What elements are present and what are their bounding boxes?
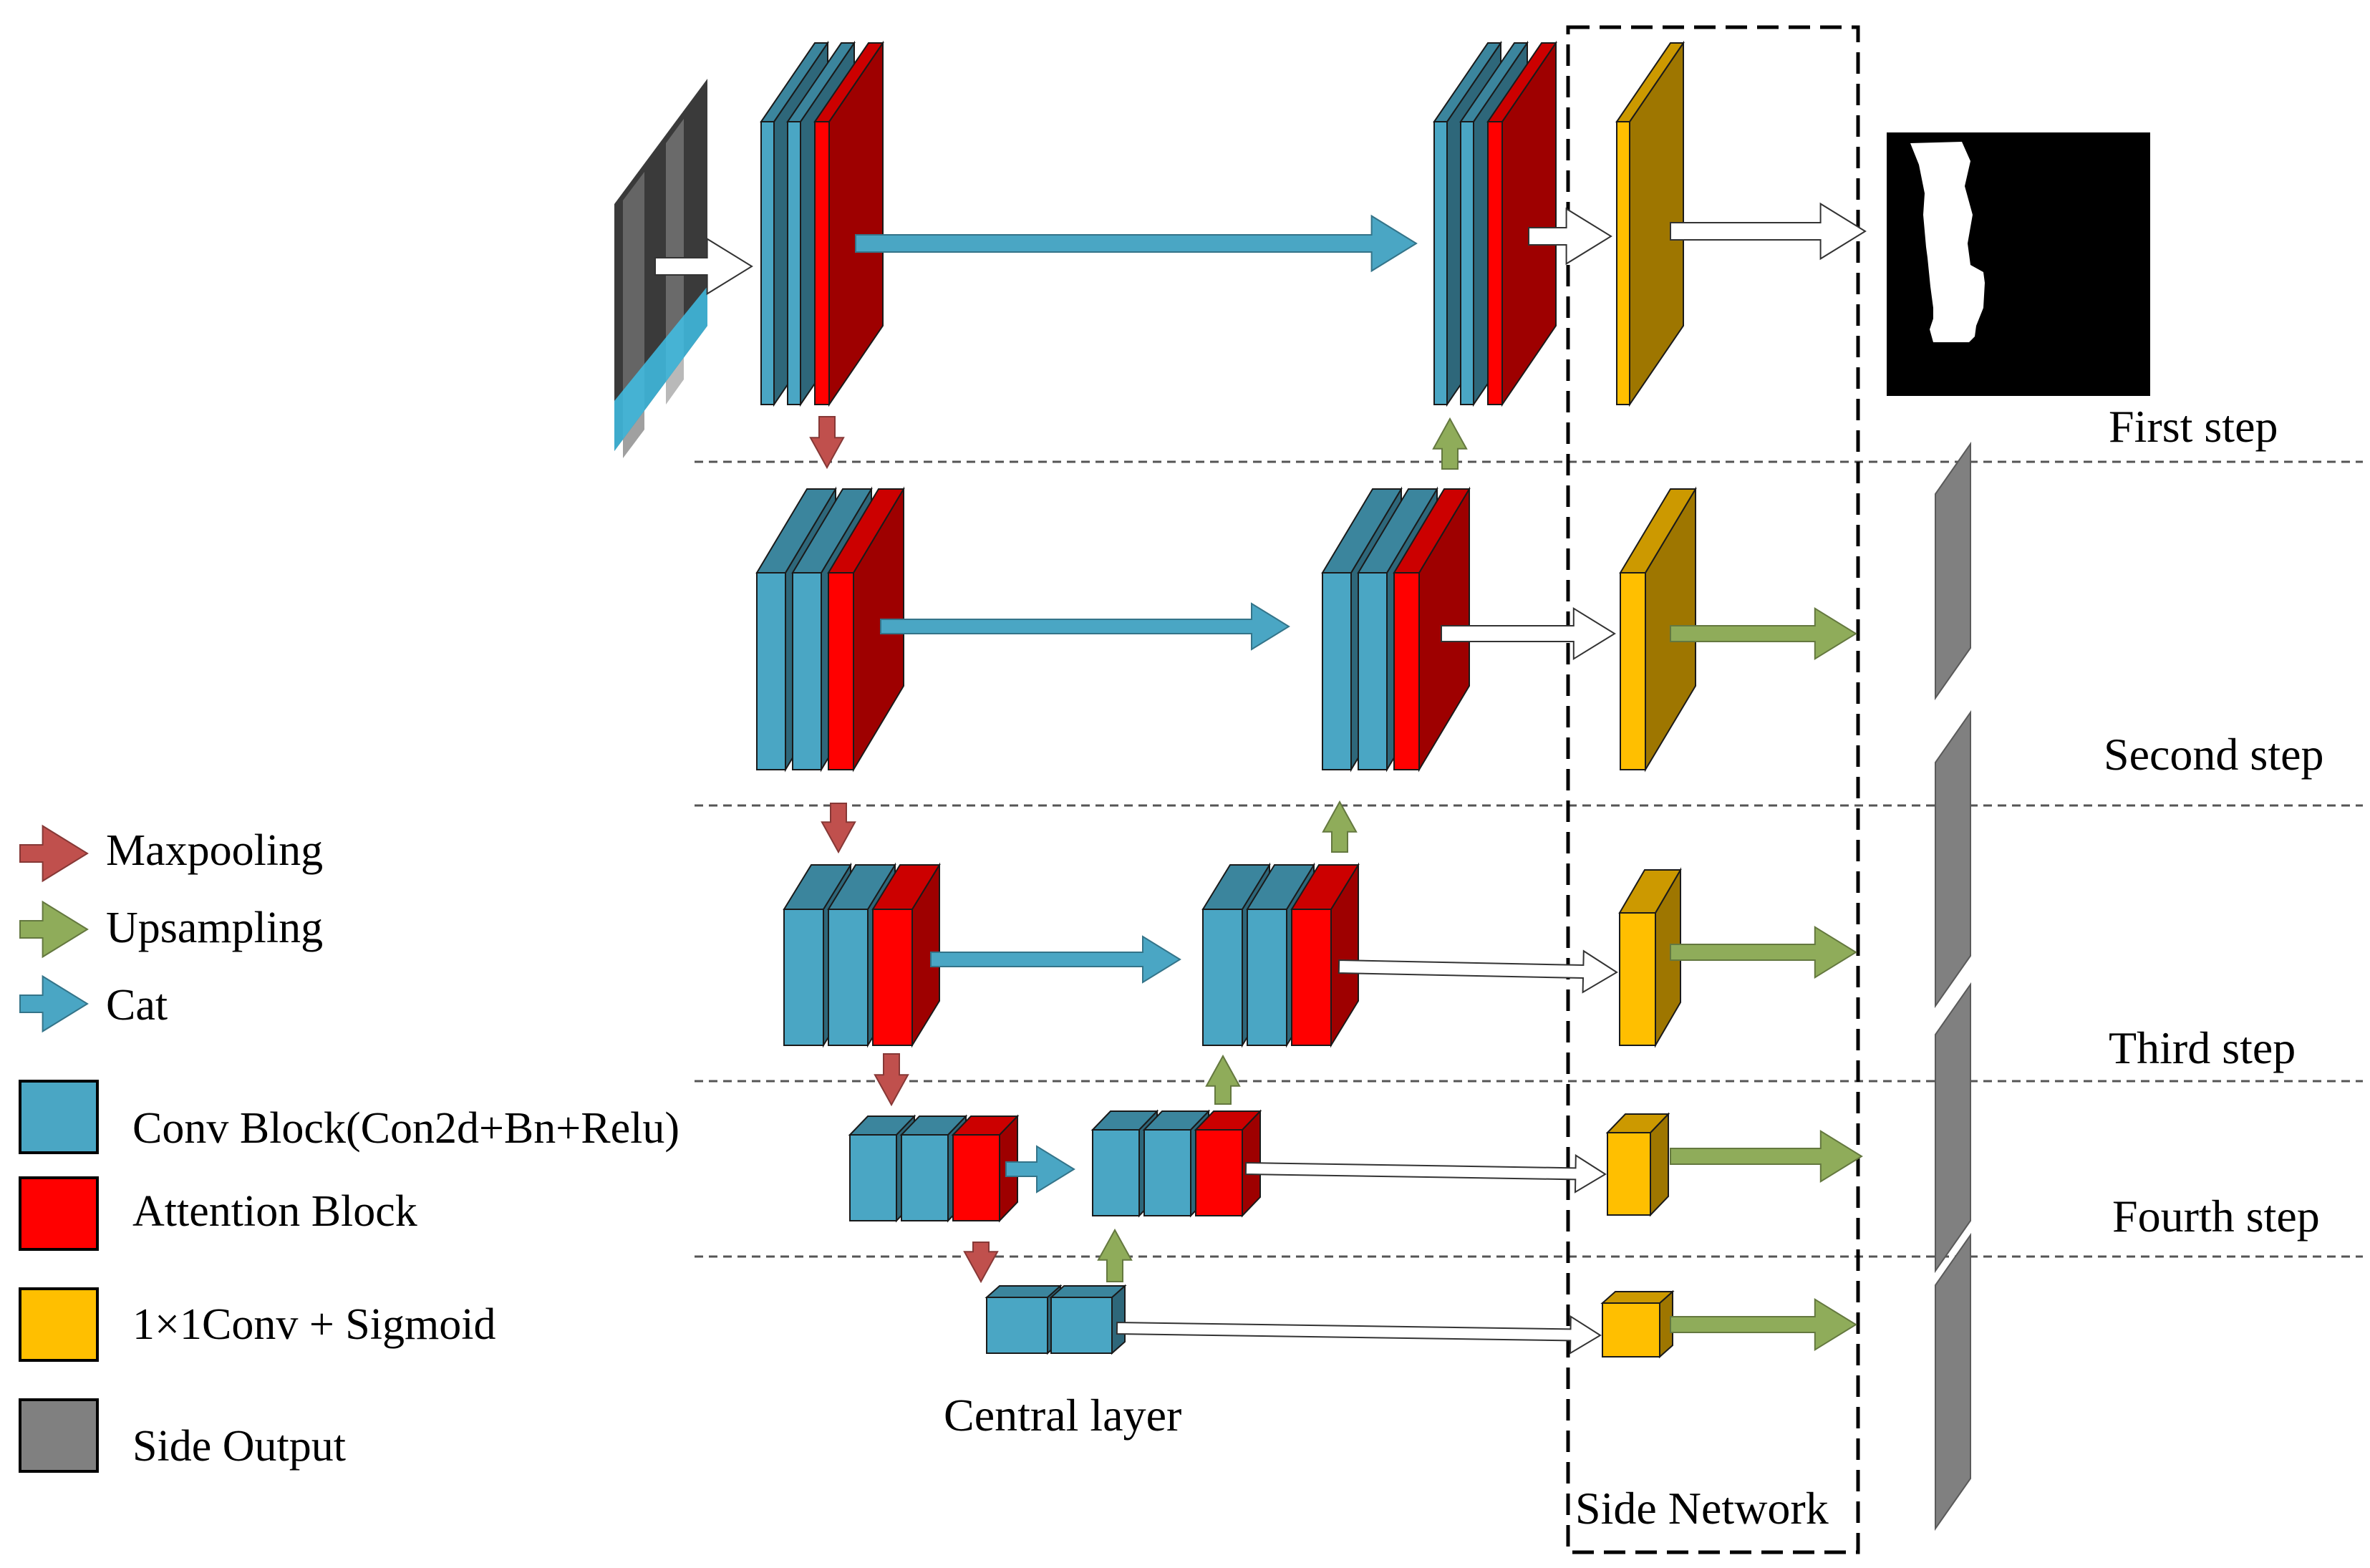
side4-sigmoid-block <box>1605 1112 1670 1217</box>
side-output-2 <box>1935 710 1971 1009</box>
legend-upsampling-arrow <box>19 900 89 959</box>
cat-arrow-4 <box>1005 1145 1075 1194</box>
side-output-3 <box>1935 982 1971 1274</box>
central-conv-block-2 <box>1049 1284 1127 1355</box>
dec3-to-side-arrow <box>1338 949 1618 994</box>
side-network-box <box>1566 25 1860 1554</box>
side-output-1 <box>1935 441 1971 701</box>
legend-sigmoid-swatch <box>19 1287 99 1362</box>
network-arrows <box>654 202 1867 1355</box>
legend-conv-swatch <box>19 1080 99 1154</box>
upsample-arrow-2 <box>1322 800 1358 853</box>
legend-attention-swatch <box>19 1176 99 1251</box>
side1-sigmoid-block <box>1615 40 1685 407</box>
legend-cat-arrow <box>19 974 89 1033</box>
legend-maxpooling-label: Maxpooling <box>106 826 323 875</box>
upsample-arrow-3 <box>1205 1054 1241 1105</box>
dec3-attention-block <box>1290 862 1360 1048</box>
side-output-4 <box>1935 1232 1971 1531</box>
second-step-label: Second step <box>2104 729 2324 780</box>
side3-upsample-arrow <box>1670 926 1857 979</box>
output-mask <box>1887 132 2150 396</box>
legend-maxpooling-arrow <box>19 824 89 883</box>
legend-attention-label: Attention Block <box>132 1187 417 1236</box>
legend-side-output-swatch <box>19 1398 99 1473</box>
dec1-attention-block <box>1486 40 1557 407</box>
side-network-label: Side Network <box>1575 1483 1829 1534</box>
fourth-step-label: Fourth step <box>2112 1191 2320 1242</box>
enc3-attention-block <box>871 862 941 1048</box>
side1-to-output-arrow <box>1670 202 1867 261</box>
cat-arrow-1 <box>855 214 1418 273</box>
enc2-attention-block <box>827 486 905 773</box>
upsample-arrow-4 <box>1097 1228 1133 1282</box>
third-step-label: Third step <box>2109 1022 2296 1073</box>
side5-sigmoid-block <box>1600 1289 1675 1359</box>
dec1-to-side-arrow <box>1528 207 1612 266</box>
legend-side-output-label: Side Output <box>132 1422 346 1471</box>
cat-arrow-3 <box>930 935 1181 984</box>
side4-upsample-arrow <box>1670 1130 1863 1183</box>
central-conv-block-1 <box>985 1284 1063 1355</box>
side3-sigmoid-block <box>1618 867 1682 1048</box>
legend-cat-label: Cat <box>106 981 168 1030</box>
maxpool-arrow-3 <box>874 1053 909 1107</box>
central-to-side-arrow <box>1116 1315 1602 1355</box>
input-arrow <box>654 237 753 296</box>
enc1-attention-block <box>813 40 884 407</box>
side5-upsample-arrow <box>1670 1298 1857 1351</box>
dec2-to-side-arrow <box>1441 607 1616 660</box>
maxpool-arrow-1 <box>809 416 845 470</box>
legend-conv-label: Conv Block(Con2d+Bn+Relu) <box>132 1104 679 1153</box>
legend-sigmoid-label: 1×1Conv + Sigmoid <box>132 1300 495 1349</box>
side-outputs <box>1935 441 1971 1531</box>
dec4-to-side-arrow <box>1244 1153 1607 1194</box>
central-layer-label: Central layer <box>944 1390 1181 1441</box>
side2-upsample-arrow <box>1670 607 1857 660</box>
maxpool-arrow-4 <box>963 1242 999 1284</box>
cat-arrow-2 <box>880 602 1290 651</box>
legend-upsampling-label: Upsampling <box>106 904 323 952</box>
upsample-arrow-1 <box>1432 417 1468 470</box>
maxpool-arrow-2 <box>821 803 856 854</box>
first-step-label: First step <box>2109 401 2278 452</box>
network-blocks <box>755 40 1697 1359</box>
legend: Maxpooling Upsampling Cat Conv Block(Con… <box>19 824 679 1473</box>
